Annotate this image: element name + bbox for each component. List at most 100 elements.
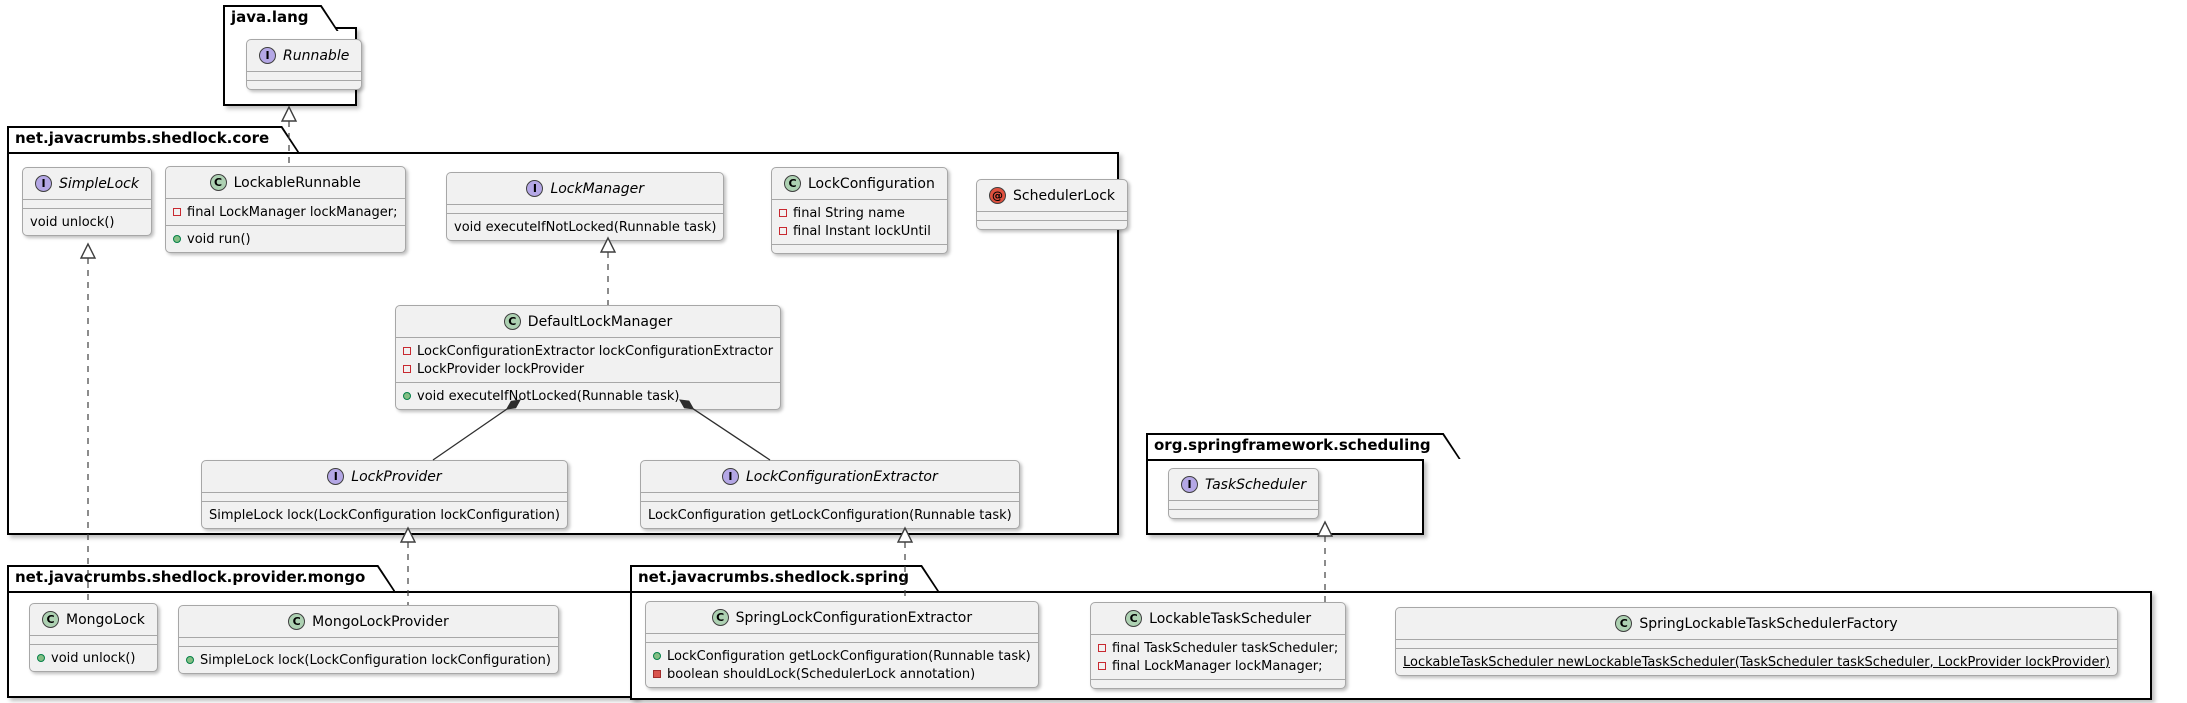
class-box-springlockabletaskschedulerfactory: C SpringLockableTaskSchedulerFactory Loc… xyxy=(1395,607,2118,676)
package-tab-mongo: net.javacrumbs.shedlock.provider.mongo xyxy=(7,565,395,591)
package-tab-fill xyxy=(225,7,337,31)
static-method-text: LockableTaskScheduler newLockableTaskSch… xyxy=(1403,654,2110,670)
field-row: final TaskScheduler taskScheduler; xyxy=(1098,639,1338,657)
fields-compartment: final LockManager lockManager; xyxy=(166,198,405,225)
class-name: TaskScheduler xyxy=(1205,476,1307,493)
methods-compartment xyxy=(1169,509,1319,518)
field-text: final TaskScheduler taskScheduler; xyxy=(1112,640,1339,656)
class-name: SpringLockConfigurationExtractor xyxy=(735,609,973,626)
methods-compartment: LockConfiguration getLockConfiguration(R… xyxy=(641,501,1019,528)
public-method-icon xyxy=(173,235,181,243)
class-title: C LockableTaskScheduler xyxy=(1091,603,1345,634)
class-title: I LockManager xyxy=(447,173,723,204)
methods-compartment: LockableTaskScheduler newLockableTaskSch… xyxy=(1396,648,2117,675)
private-field-icon xyxy=(403,365,411,373)
class-icon: C xyxy=(711,609,729,626)
method-row: LockableTaskScheduler newLockableTaskSch… xyxy=(1403,653,2110,671)
method-text: boolean shouldLock(SchedulerLock annotat… xyxy=(667,666,976,682)
interface-icon: I xyxy=(1181,476,1198,493)
methods-compartment xyxy=(772,244,947,253)
class-name: LockableTaskScheduler xyxy=(1149,610,1312,627)
interface-icon: I xyxy=(35,175,52,192)
class-title: C SpringLockConfigurationExtractor xyxy=(646,602,1038,633)
package-tab-fill xyxy=(9,567,393,591)
field-row: final LockManager lockManager; xyxy=(173,203,398,221)
fields-compartment xyxy=(202,492,567,501)
fields-compartment xyxy=(646,633,1038,642)
method-row: void run() xyxy=(173,230,398,248)
class-box-lockabletaskscheduler: C LockableTaskScheduler final TaskSchedu… xyxy=(1090,602,1347,689)
method-row: boolean shouldLock(SchedulerLock annotat… xyxy=(653,665,1031,683)
fields-compartment xyxy=(30,635,157,644)
field-text: LockProvider lockProvider xyxy=(417,361,585,377)
class-title: C DefaultLockManager xyxy=(396,306,780,337)
class-icon: C xyxy=(288,613,306,630)
class-box-simplelock: I SimpleLock void unlock() xyxy=(22,167,152,236)
class-title: C LockConfiguration xyxy=(772,168,947,199)
private-field-icon xyxy=(779,209,787,217)
class-title: C MongoLockProvider xyxy=(179,606,558,637)
class-icon: C xyxy=(503,313,521,330)
package-name: net.javacrumbs.shedlock.spring xyxy=(638,568,909,586)
method-text: SimpleLock lock(LockConfiguration lockCo… xyxy=(209,507,560,523)
fields-compartment: LockConfigurationExtractor lockConfigura… xyxy=(396,337,781,382)
field-text: final LockManager lockManager; xyxy=(187,204,398,220)
interface-icon: I xyxy=(721,468,739,485)
class-title: I Runnable xyxy=(247,40,361,71)
class-box-springlockconfigurationextractor: C SpringLockConfigurationExtractor LockC… xyxy=(645,601,1039,688)
class-title: I LockConfigurationExtractor xyxy=(641,461,1019,492)
method-text: void unlock() xyxy=(30,214,115,230)
class-box-defaultlockmanager: C DefaultLockManager LockConfigurationEx… xyxy=(395,305,782,410)
methods-compartment xyxy=(1091,679,1346,688)
methods-compartment: void unlock() xyxy=(23,208,151,235)
package-tab-java-lang: java.lang xyxy=(223,5,339,31)
class-icon: C xyxy=(1615,615,1633,632)
method-text: SimpleLock lock(LockConfiguration lockCo… xyxy=(200,652,551,668)
class-box-lockprovider: I LockProvider SimpleLock lock(LockConfi… xyxy=(201,460,568,529)
field-text: final String name xyxy=(793,205,905,221)
field-text: LockConfigurationExtractor lockConfigura… xyxy=(417,343,774,359)
private-field-icon xyxy=(1098,662,1106,670)
field-text: final LockManager lockManager; xyxy=(1112,658,1323,674)
private-field-icon xyxy=(779,227,787,235)
public-method-icon xyxy=(186,656,194,664)
field-row: LockConfigurationExtractor lockConfigura… xyxy=(403,342,773,360)
package-name: org.springframework.scheduling xyxy=(1154,436,1431,454)
private-field-icon xyxy=(403,347,411,355)
method-row: SimpleLock lock(LockConfiguration lockCo… xyxy=(209,506,560,524)
class-box-lockmanager: I LockManager void executeIfNotLocked(Ru… xyxy=(446,172,725,241)
fields-compartment xyxy=(247,71,362,80)
class-name: LockableRunnable xyxy=(233,174,361,191)
methods-compartment: SimpleLock lock(LockConfiguration lockCo… xyxy=(179,646,558,673)
methods-compartment: void executeIfNotLocked(Runnable task) xyxy=(396,382,781,409)
class-icon: C xyxy=(42,611,59,628)
class-name: MongoLockProvider xyxy=(312,613,449,630)
class-name: LockProvider xyxy=(351,468,442,485)
fields-compartment xyxy=(977,211,1128,220)
class-icon: C xyxy=(209,174,227,191)
public-method-icon xyxy=(653,652,661,660)
class-name: LockConfiguration xyxy=(808,175,935,192)
method-row: SimpleLock lock(LockConfiguration lockCo… xyxy=(186,651,551,669)
interface-icon: I xyxy=(259,47,276,64)
method-row: void unlock() xyxy=(30,213,144,231)
fields-compartment xyxy=(641,492,1019,501)
method-text: void executeIfNotLocked(Runnable task) xyxy=(417,388,680,404)
package-name: net.javacrumbs.shedlock.provider.mongo xyxy=(15,568,366,586)
annotation-icon: @ xyxy=(989,187,1006,204)
class-title: C MongoLock xyxy=(30,604,157,635)
class-name: Runnable xyxy=(283,47,350,64)
package-tab-fill xyxy=(9,128,297,152)
interface-icon: I xyxy=(526,180,544,197)
private-field-icon xyxy=(173,208,181,216)
class-box-lockconfiguration: C LockConfiguration final String name fi… xyxy=(771,167,948,254)
class-icon: C xyxy=(1125,610,1143,627)
package-tab-spring: net.javacrumbs.shedlock.spring xyxy=(630,565,939,591)
methods-compartment: LockConfiguration getLockConfiguration(R… xyxy=(646,642,1038,687)
field-row: final Instant lockUntil xyxy=(779,222,940,240)
field-row: final String name xyxy=(779,204,940,222)
package-tab-fill xyxy=(632,567,937,591)
class-name: SpringLockableTaskSchedulerFactory xyxy=(1639,615,1898,632)
method-text: void run() xyxy=(187,231,251,247)
